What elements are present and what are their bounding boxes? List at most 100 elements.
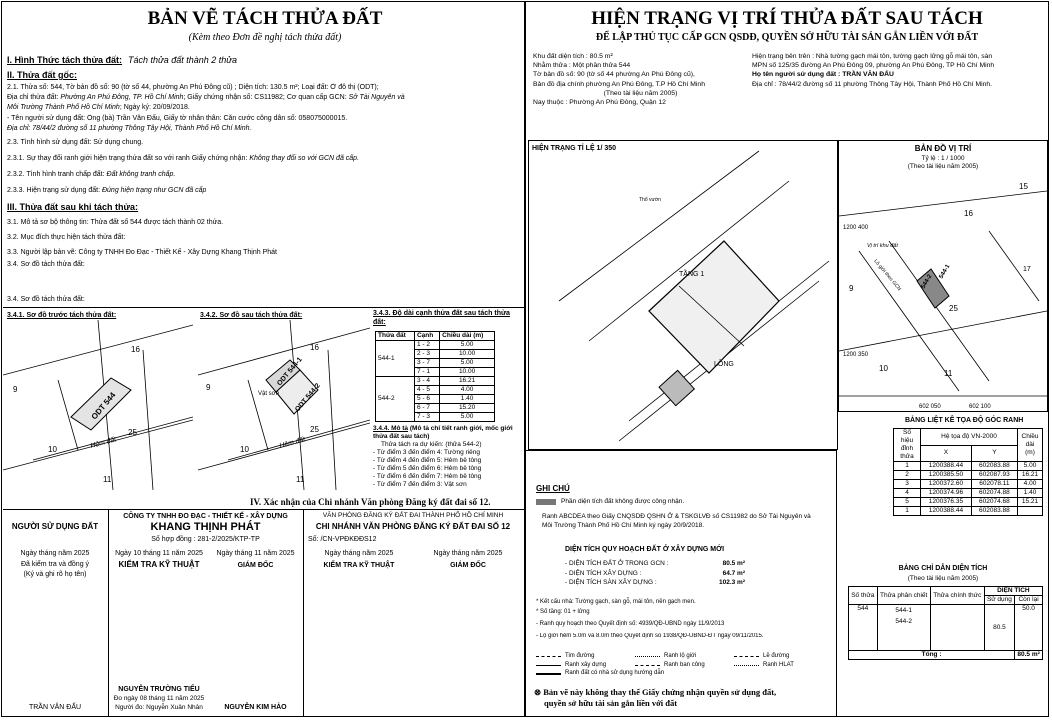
- edge-cell: 4.00: [439, 385, 495, 395]
- grid-1200-350: 1200 350: [843, 352, 869, 358]
- s33: 3.3. Người lập bản vẽ: Công ty TNHH Đo Đ…: [7, 249, 277, 256]
- sign-c3-date2: Ngày tháng năm 2025: [433, 550, 503, 557]
- m2-9: 9: [206, 383, 211, 392]
- map2-scale: Tỷ lệ : 1 / 1000: [921, 155, 965, 162]
- edge-parcel-2: 544-2: [375, 376, 415, 422]
- location-map: BẢN ĐỒ VỊ TRÍ Tỷ lệ : 1 / 1000 (Theo tài…: [838, 140, 1048, 412]
- legend-label: Ranh ban công: [664, 661, 705, 668]
- site-plan-drawing: TẦNG 1 LỒNG Thổ vườn: [558, 150, 830, 442]
- info-left: Khu đất diện tích : 80.5 m² Nhằm thửa : …: [533, 52, 748, 107]
- area-row: - DIỆN TÍCH ĐẤT Ở TRONG GCN :80.5 m²: [565, 559, 745, 569]
- notes-top-rule: [525, 450, 837, 451]
- at-total-label: Tổng :: [847, 650, 1016, 660]
- legend-label: Ranh HLAT: [763, 661, 794, 668]
- coord-cell: 15.21: [1017, 497, 1043, 507]
- s231a: 2.3.1. Sự thay đổi ranh giới hiện trạng …: [7, 155, 248, 162]
- sign-c3-org2: CHI NHÁNH VĂN PHÒNG ĐĂNG KÝ ĐẤT ĐAI SỐ 1…: [315, 522, 511, 531]
- coord-cell: 1200372.60: [920, 479, 972, 489]
- legend-label: Ranh lộ giới: [664, 653, 697, 659]
- note-qh1: - Ranh quy hoạch theo Quyết định số: 493…: [536, 621, 725, 627]
- m1-16: 16: [131, 345, 140, 354]
- at-total: 80.5 m²: [1014, 650, 1043, 660]
- area-row-label: - DIỆN TÍCH SÀN XÂY DỰNG :: [565, 579, 657, 586]
- s231b: Không thay đổi so với GCN đã cấp.: [249, 155, 360, 162]
- edge-parcel-1: 544-1: [375, 340, 415, 377]
- s2-line-5: Địa chỉ: 78/44/2 đường số 11 phường Thôn…: [7, 125, 252, 132]
- area-row-value: 80.5 m²: [722, 560, 745, 567]
- sketch-top-rule: [3, 307, 525, 308]
- section-2-heading: II. Thửa đất gốc:: [7, 70, 78, 80]
- m1-25: 25: [128, 428, 137, 437]
- area-table: Số thửa Thửa phân chiết Thửa chính thức …: [847, 586, 1044, 660]
- info-line: Nhằm thửa : Một phần thửa 544: [533, 62, 631, 70]
- sign-c1-n1: Đã kiểm tra và đồng ý: [20, 561, 90, 568]
- coord-title: BẢNG LIỆT KÊ TỌA ĐỘ GÓC RANH: [905, 417, 1024, 424]
- sign-c1-n2: (Ký và ghi rõ họ tên): [23, 571, 87, 578]
- at-cell: 544: [848, 604, 878, 651]
- at-cell: 544-2: [895, 618, 912, 625]
- loc-15: 15: [1019, 182, 1028, 191]
- note-qh2: - Lộ giới hẻm 5.0m và 8.0m theo Quyết đị…: [536, 633, 764, 639]
- sign-col-div-1: [108, 509, 109, 716]
- info-line: Bản đồ địa chính phường An Phú Đông, T.P…: [533, 80, 705, 88]
- coord-cell: 4.00: [1017, 479, 1043, 489]
- coord-cell: 5.00: [1017, 461, 1043, 471]
- parcel-544-location: [916, 268, 950, 309]
- at-h: DIỆN TÍCH: [983, 586, 1044, 596]
- footer-2: quyền sở hữu tài sản gắn liền với đất: [544, 698, 678, 708]
- at-h: Sử dụng: [983, 595, 1016, 605]
- sign-c1-name: TRẦN VĂN ĐẤU: [28, 704, 82, 711]
- sign-c2-date2: Ngày tháng 11 năm 2025: [216, 550, 295, 557]
- area-title: DIỆN TÍCH QUY HOẠCH ĐẤT Ở XÂY DỰNG MỚI: [565, 546, 725, 553]
- legend-swatch: [536, 652, 561, 657]
- edge-cell: 1.40: [439, 394, 495, 404]
- s2-line-2: Địa chỉ thửa đất: Phường An Phú Đông, TP…: [7, 93, 522, 102]
- s34b: 3.4. Sơ đồ tách thửa đất:: [7, 296, 85, 303]
- edge-cell: 7 - 3: [413, 412, 441, 422]
- m2-vs: Vật sơn: [258, 391, 279, 397]
- legend-swatch: [536, 669, 561, 675]
- footer-icon: ⊗: [534, 687, 544, 697]
- s2-line-3b: ; Ngày ký: 20/09/2018.: [119, 104, 190, 111]
- info-line: MPN số 125/35 đường An Phú Đông 09, phườ…: [752, 62, 995, 70]
- s32: 3.2. Mục đích thực hiện tách thửa đất:: [7, 234, 126, 241]
- loc-9: 9: [849, 284, 854, 293]
- coord-cell: 1: [893, 461, 921, 471]
- area-row-label: - DIỆN TÍCH XÂY DỰNG :: [565, 569, 642, 577]
- footer-1: Bản vẽ này không thay thế Giấy chứng nhậ…: [543, 687, 777, 697]
- s344-item: - Từ điểm 7 đến điểm 3: Vật sơn: [373, 481, 467, 488]
- edge-cell: 15.20: [439, 403, 495, 413]
- edge-cell: 5.00: [439, 340, 495, 350]
- s2-line-2a: Địa chỉ thửa đất:: [7, 94, 59, 101]
- note-kc: * Kết cấu nhà: Tường gạch, sàn gỗ, mái t…: [536, 599, 696, 605]
- notes-title: GHI CHÚ: [536, 484, 570, 493]
- at-h: Thửa phân chiết: [876, 586, 931, 605]
- legend-label: Tim đường: [565, 653, 595, 659]
- s231: 2.3.1. Sự thay đổi ranh giới hiện trạng …: [7, 154, 359, 163]
- coord-cell: 1200385.50: [920, 470, 972, 480]
- s2-line-2c: ; Giấy chứng nhận số: CS11982; Cơ quan c…: [183, 94, 347, 101]
- coord-cell: 602074.88: [970, 488, 1019, 498]
- right-inner-divider: [836, 450, 837, 716]
- coord-table: Số hiệu đỉnh thửa Hệ tọa độ VN-2000 Chiề…: [893, 428, 1043, 516]
- map2-title: BẢN ĐỒ VỊ TRÍ: [914, 144, 972, 153]
- legend-swatch: [635, 652, 660, 657]
- parcel-544-2-after: [275, 369, 319, 415]
- loc-vtkd: Vị trí khu đất: [867, 242, 898, 249]
- s344-c: Thửa tách ra dự kiến: (thửa 544-2): [381, 441, 482, 448]
- area-row-value: 64.7 m²: [722, 569, 745, 577]
- location-map-drawing: 1200 400 1200 350 602 050 602 100 15 16 …: [839, 182, 1047, 410]
- right-subtitle: ĐỂ LẬP THỦ TỤC CẤP GCN QSDĐ, QUYỀN SỞ HỮ…: [595, 32, 979, 43]
- sign-c2-role1: KIỂM TRA KỸ THUẬT: [118, 560, 200, 569]
- coord-cell: 1: [893, 506, 921, 516]
- coord-cell: 1.40: [1017, 488, 1043, 498]
- thoxuong-label: Thổ vườn: [639, 196, 661, 203]
- coord-cell: 602074.68: [970, 497, 1019, 507]
- info-line: Họ tên người sử dụng đất : TRẦN VĂN ĐẤU: [752, 71, 894, 79]
- map2-note: (Theo tài liệu năm 2005): [907, 163, 979, 170]
- legend-label: Lề đường: [763, 653, 790, 659]
- area-row: - DIỆN TÍCH SÀN XÂY DỰNG :102.3 m²: [565, 578, 745, 588]
- s342-heading: 3.4.2. Sơ đồ sau tách thửa đất:: [200, 312, 303, 319]
